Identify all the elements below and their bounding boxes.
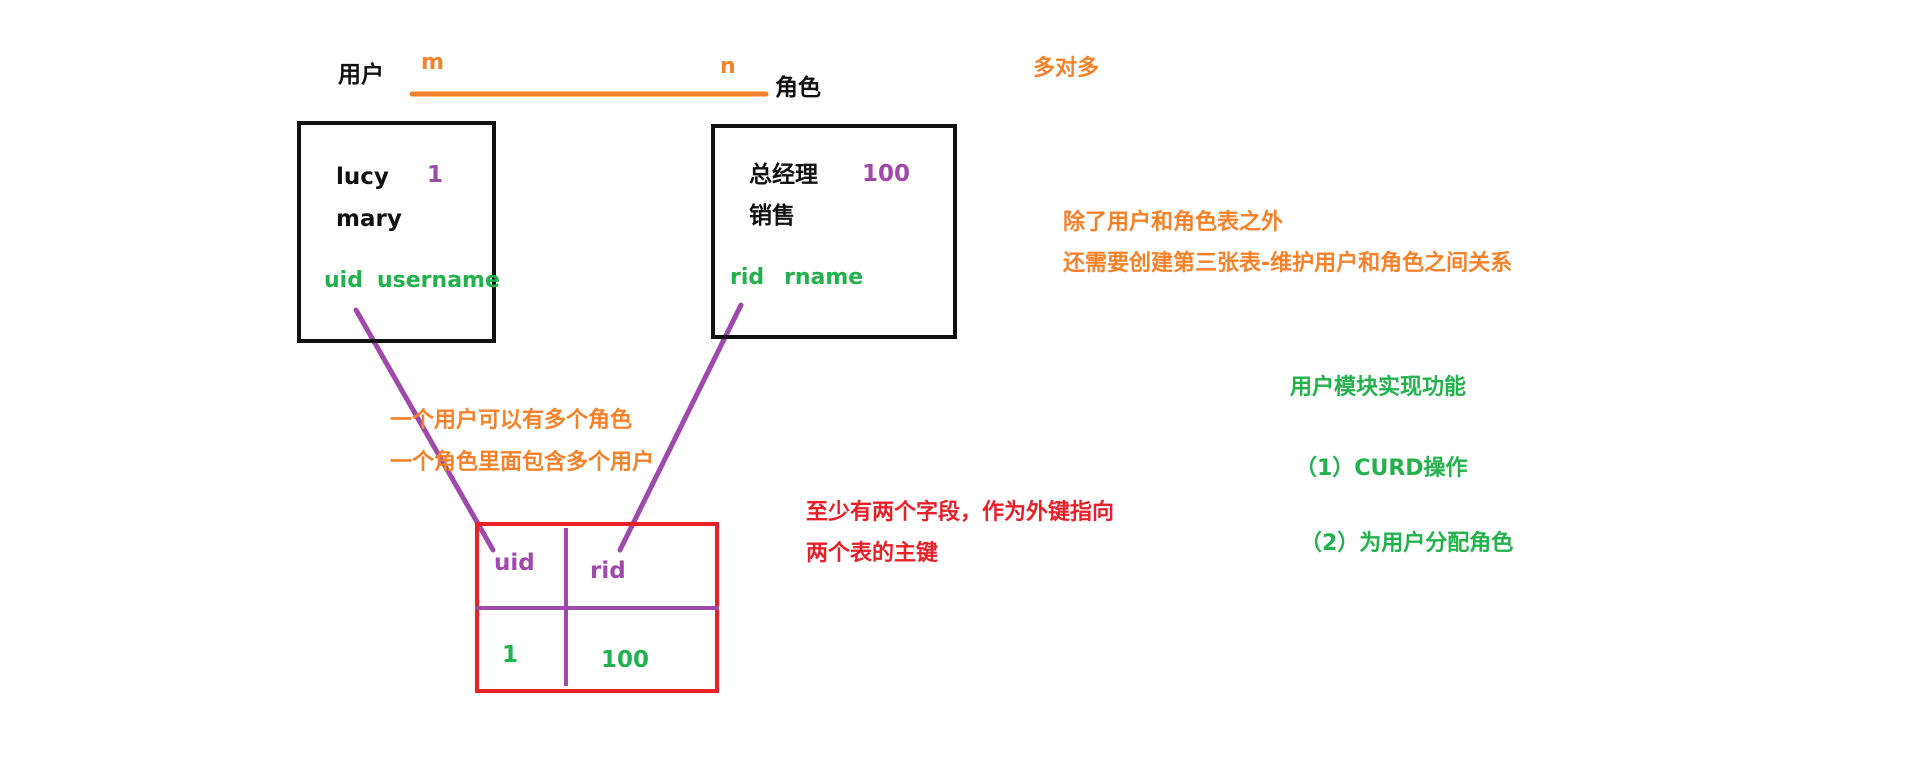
user-table-box	[297, 121, 496, 343]
user-module-title: 用户模块实现功能	[1290, 375, 1467, 400]
role-column-rname: rname	[784, 265, 864, 290]
role-column-rid: rid	[730, 265, 765, 290]
role-table-box	[711, 124, 957, 339]
right-entity-label: 角色	[775, 75, 821, 101]
uid-foreign-key-line	[353, 307, 496, 553]
join-table-column-divider	[564, 528, 568, 686]
user-row-lucy: lucy	[336, 164, 389, 190]
user-sample-id: 1	[427, 162, 444, 188]
user-row-mary: mary	[336, 206, 402, 232]
left-cardinality-label: m	[421, 50, 444, 75]
explanation-line-2: 一个角色里面包含多个用户	[390, 450, 655, 475]
user-module-item-1: （1）CURD操作	[1295, 456, 1468, 481]
explanation-line-1: 一个用户可以有多个角色	[390, 408, 633, 433]
third-table-note-line-2: 还需要创建第三张表-维护用户和角色之间关系	[1063, 251, 1513, 276]
join-table-header-uid: uid	[494, 550, 535, 576]
join-note-line-1: 至少有两个字段，作为外键指向	[806, 500, 1115, 525]
relationship-type-label: 多对多	[1033, 56, 1100, 81]
join-note-line-2: 两个表的主键	[806, 541, 939, 566]
join-table-row-divider	[475, 606, 719, 610]
role-row-general-manager: 总经理	[749, 162, 818, 188]
join-table-value-uid: 1	[502, 642, 519, 668]
third-table-note-line-1: 除了用户和角色表之外	[1063, 210, 1284, 235]
role-sample-id: 100	[862, 161, 911, 187]
right-cardinality-label: n	[720, 54, 736, 79]
user-column-uid: uid	[324, 268, 363, 293]
role-row-sales: 销售	[749, 203, 795, 229]
user-column-username: username	[377, 268, 500, 293]
user-module-item-2: （2）为用户分配角色	[1300, 531, 1514, 556]
rid-foreign-key-line	[617, 302, 744, 553]
join-table-header-rid: rid	[590, 558, 626, 584]
join-table-value-rid: 100	[601, 647, 650, 673]
left-entity-label: 用户	[338, 62, 384, 88]
